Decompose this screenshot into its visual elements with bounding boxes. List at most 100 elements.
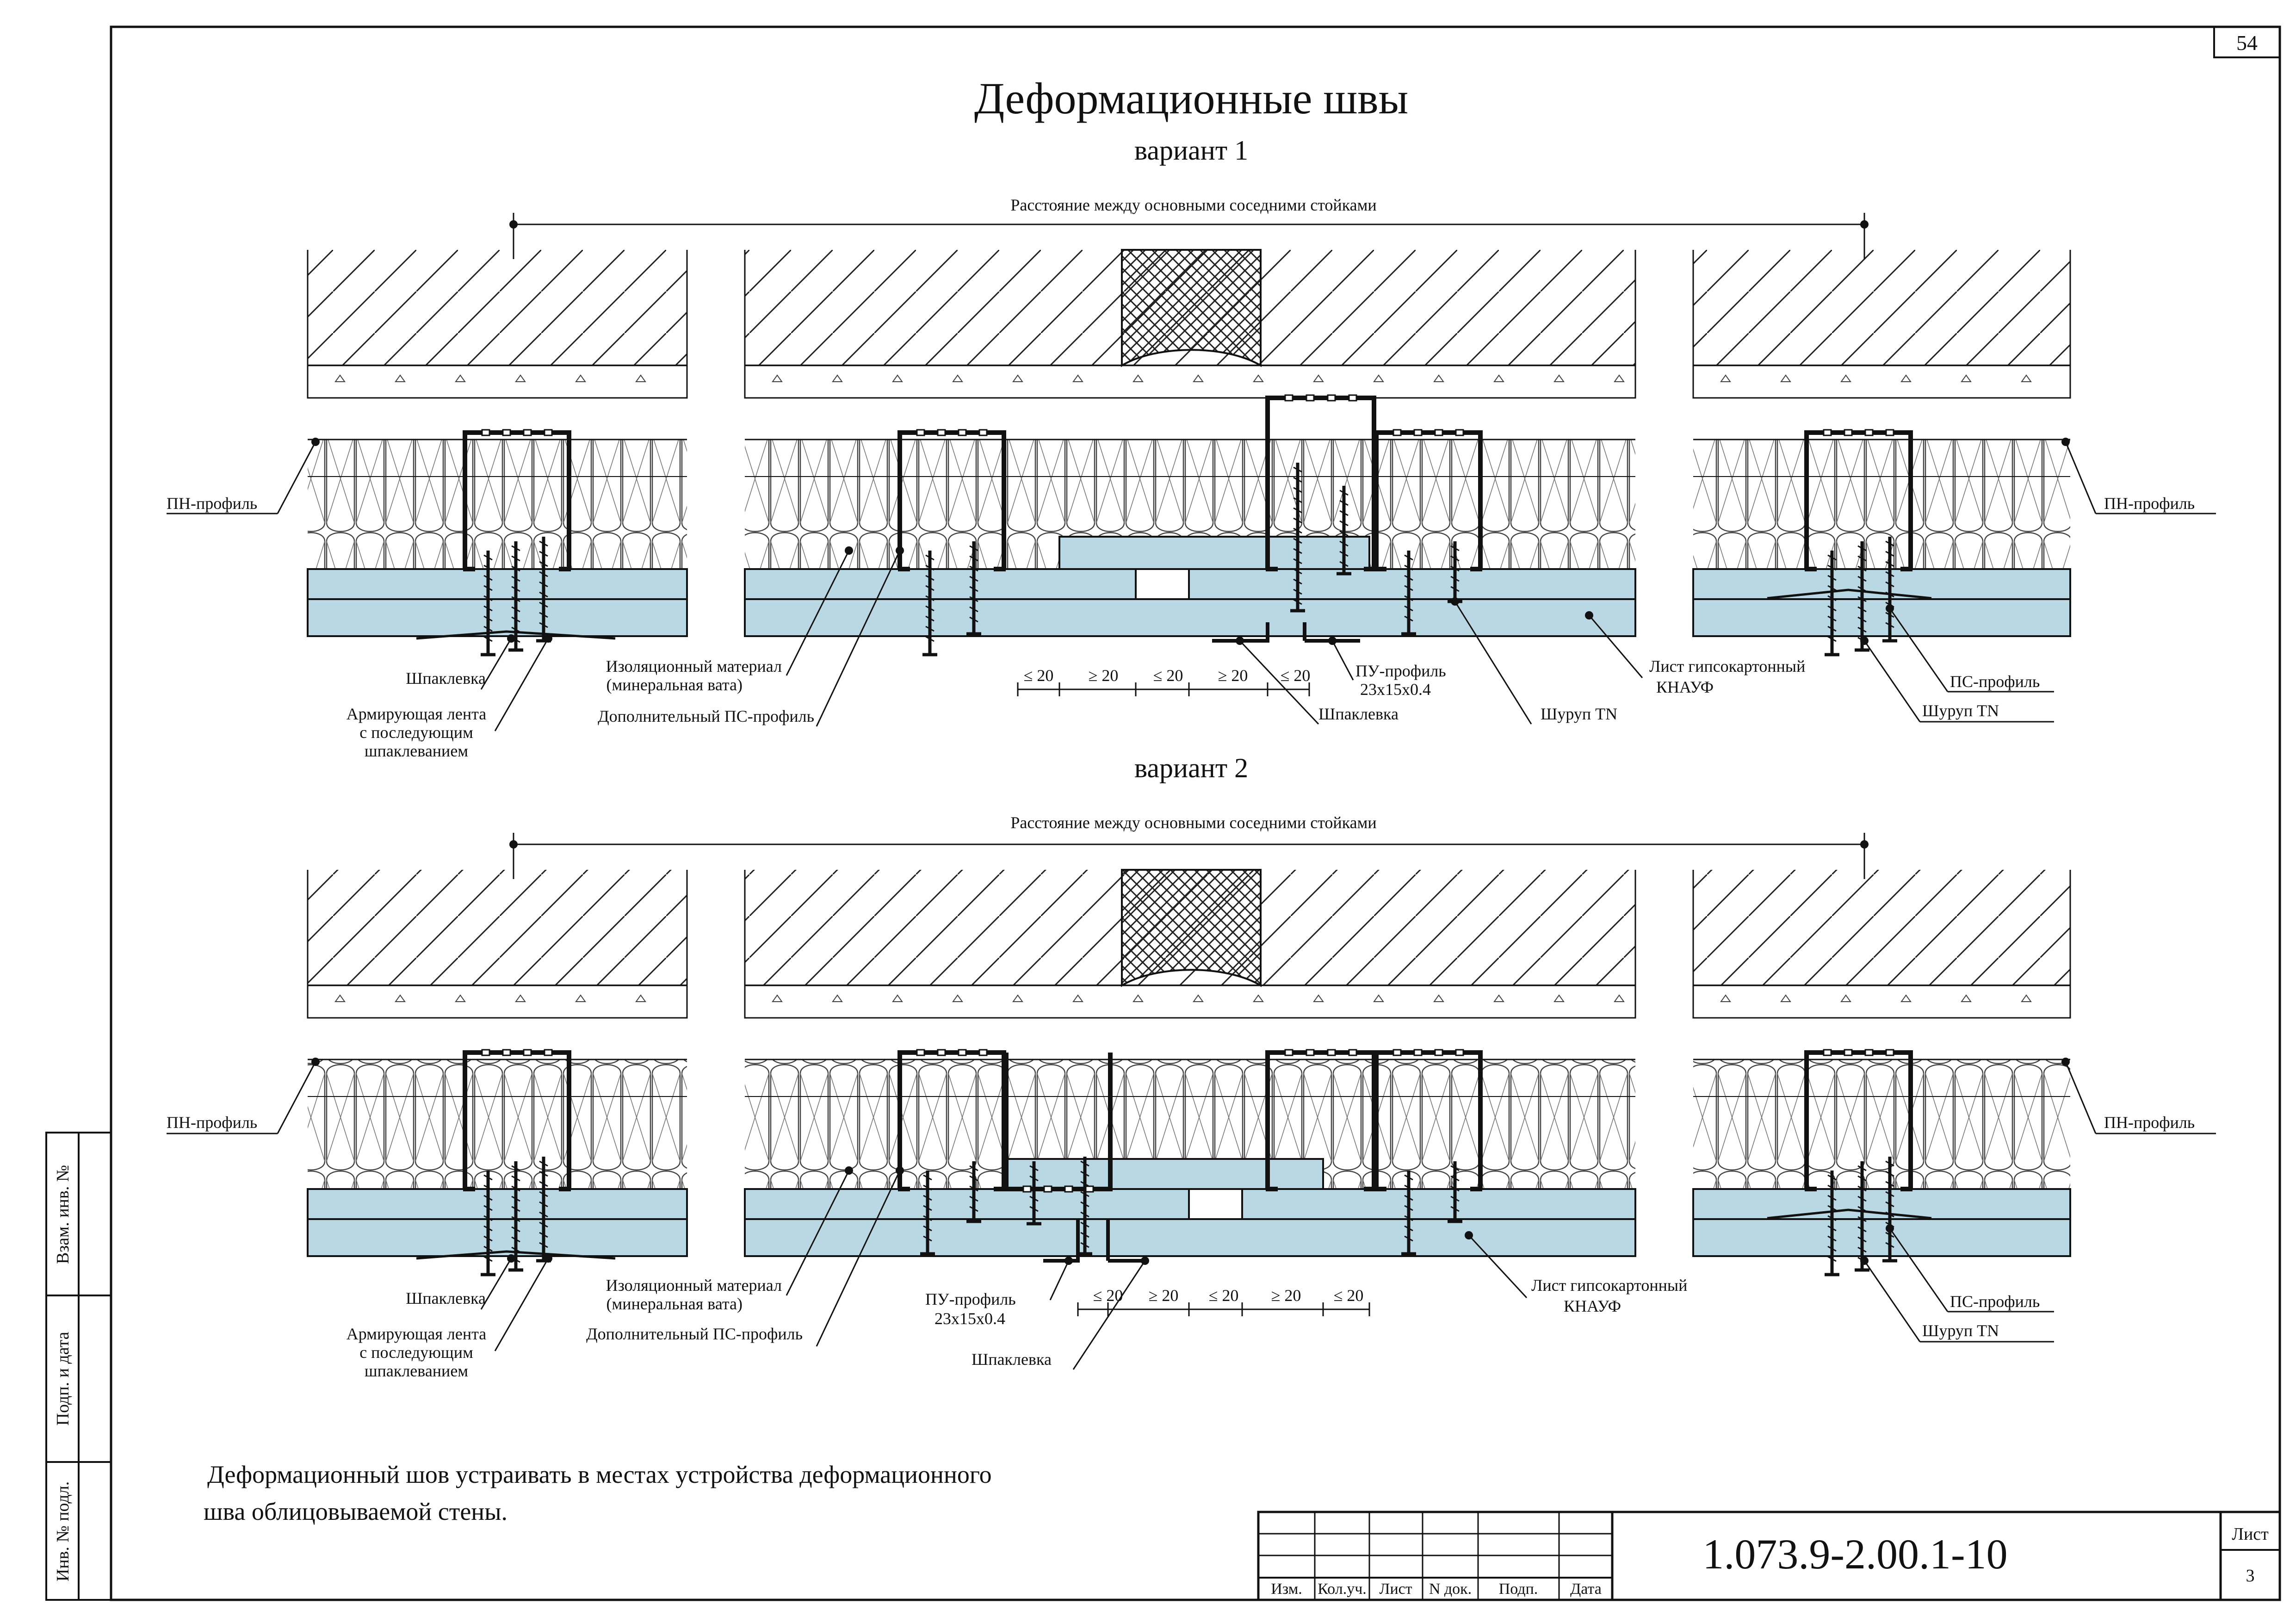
screw-tn [1401,1171,1416,1256]
gypsum-board-1 [1692,1188,2071,1220]
screw-thread [1885,540,1894,547]
aggregate-mark [1373,994,1384,1002]
ps-profile-center-right [1374,429,1483,571]
profile-notch [978,429,988,436]
screw-tn [481,551,495,657]
v2-sheet-label-2: КНАУФ [1564,1297,1621,1315]
screw-thread [1857,626,1867,633]
tb-col-izm: Изм. [1271,1580,1302,1598]
variant-1-dimension-label: Расстояние между основными соседними сто… [1010,196,1376,214]
leader-sheet [1588,615,1643,678]
screw-thread [1404,1205,1413,1211]
v1-insulation-label-1: Изоляционный материал [606,657,782,675]
aggregate-mark [635,374,646,382]
aggregate-mark [892,994,903,1002]
profile-notch [1455,1049,1464,1056]
screw-thread [1404,1235,1413,1242]
screw-thread [539,581,548,588]
profile-notch [544,1049,553,1056]
screw-thread [483,1174,493,1181]
board-gap [1188,1188,1243,1220]
gypsum-board-2 [744,1218,1636,1257]
tb-col-kolvo: Кол.уч. [1318,1580,1367,1598]
screw-thread [1885,1232,1894,1238]
screw-thread [1404,1195,1413,1201]
v1-dim-3: ≤ 20 [1153,666,1183,685]
leader-tape [494,1258,549,1351]
screw-thread [1293,538,1302,544]
screw-thread [923,1205,932,1211]
v1-putty-left-label: Шпаклевка [406,669,486,688]
profile-notch [1864,429,1874,436]
profile-notch [1885,429,1894,436]
screw-tn [922,551,937,657]
aggregate-mark [455,994,466,1002]
screw-thread [1827,1235,1837,1242]
v2-tape-label-1: Армирующая лента [347,1325,487,1343]
screw-thread [969,555,978,562]
leader-sheet [1468,1234,1528,1299]
screw-thread [925,626,934,632]
screw-thread [1857,555,1867,562]
screw-thread [1293,466,1302,473]
profile-notch [937,1049,946,1056]
screw-thread [925,575,934,581]
screw-thread [1885,622,1894,628]
profile-notch [1348,394,1357,402]
stamp-podp-label: Подп. и дата [53,1332,73,1425]
screw-tn [1077,1157,1092,1256]
aggregate-mark [1553,994,1565,1002]
profile-notch [1043,1185,1052,1193]
screw-thread [1080,1181,1089,1187]
aggregate-mark [395,374,406,382]
screw-thread [483,564,493,571]
aggregate-mark [1553,374,1565,382]
screw-thread [1450,545,1460,551]
screw-thread [483,1245,493,1252]
screw-thread [1404,595,1413,601]
panel-0 [307,870,688,1257]
extra-board-strip [1058,536,1370,570]
profile-notch [1413,1049,1423,1056]
ps-profile-right [1804,429,1913,571]
panel-2 [1692,250,2071,637]
screw-thread [1404,1184,1413,1191]
screw-thread [483,1205,493,1211]
aggregate-mark [334,374,346,382]
screw-thread [483,636,493,642]
leader-ps-right [1889,608,1949,692]
screw-thread [925,564,934,571]
screw-thread [539,622,548,628]
ps-profile-left [463,429,571,571]
profile-notch [502,1049,511,1056]
screw-thread [1404,554,1413,561]
leader-ps-right [1889,1228,1949,1312]
screw-thread [511,565,520,572]
screw-thread [1857,1175,1867,1182]
profile-notch [1306,1049,1315,1056]
v2-pu-label-1: ПУ-профиль [925,1290,1016,1308]
leader-pn-left [277,1061,316,1134]
screw-thread [1885,1171,1894,1177]
profile-notch [1844,429,1853,436]
screw-thread [969,1175,978,1182]
aggregate-mark [1900,994,1912,1002]
profile-notch [481,429,490,436]
screw-thread [539,612,548,618]
ps-profile-right [1804,1049,1913,1191]
screw-thread [1029,1175,1039,1182]
v1-dimension-chain: ≤ 20 ≥ 20 ≤ 20 ≥ 20 ≤ 20 [1024,666,1311,685]
screw-thread [1857,596,1867,602]
board-gap [1135,568,1190,600]
gypsum-board-2 [744,598,1636,637]
leader-extra-ps [816,1170,901,1347]
screw-thread [1857,545,1867,551]
gypsum-board-2 [307,598,688,637]
screw-tn [966,1161,981,1223]
screw-thread [511,596,520,602]
screw-thread [969,576,978,582]
profile-body [1004,1053,1113,1191]
v2-dim-3: ≤ 20 [1209,1286,1239,1305]
screw-thread [1339,489,1349,496]
screw-thread [1339,510,1349,516]
